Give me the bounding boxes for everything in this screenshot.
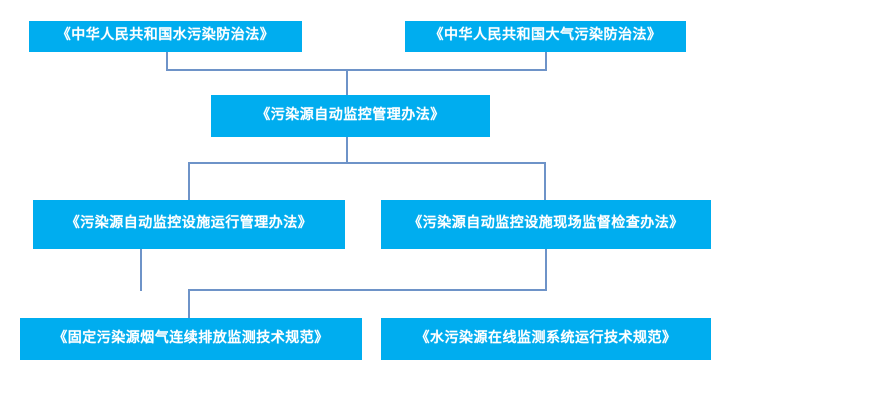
flowchart-node-label: 《水污染源在线监测系统运行技术规范》 (415, 330, 677, 346)
flowchart-node-n2[interactable]: 《中华人民共和国大气污染防治法》 (405, 21, 686, 52)
flowchart-node-label: 《污染源自动监控设施现场监督检查办法》 (408, 216, 684, 232)
flowchart-node-n3[interactable]: 《污染源自动监控管理办法》 (211, 95, 490, 137)
flowchart-node-label: 《中华人民共和国大气污染防治法》 (429, 28, 662, 44)
flowchart-node-label: 《中华人民共和国水污染防治法》 (56, 28, 275, 44)
flowchart-node-n6[interactable]: 《固定污染源烟气连续排放监测技术规范》 (20, 318, 362, 360)
connector-n1-to-n3 (166, 51, 547, 71)
flowchart-node-n1[interactable]: 《中华人民共和国水污染防治法》 (29, 21, 302, 52)
flowchart-node-n7[interactable]: 《水污染源在线监测系统运行技术规范》 (381, 318, 711, 360)
flowchart-node-label: 《污染源自动监控管理办法》 (256, 107, 445, 123)
flowchart-node-label: 《污染源自动监控设施运行管理办法》 (65, 216, 313, 232)
flowchart-node-label: 《固定污染源烟气连续排放监测技术规范》 (53, 330, 329, 346)
flowchart-node-n5[interactable]: 《污染源自动监控设施现场监督检查办法》 (381, 200, 711, 249)
flowchart-node-n4[interactable]: 《污染源自动监控设施运行管理办法》 (33, 200, 345, 249)
